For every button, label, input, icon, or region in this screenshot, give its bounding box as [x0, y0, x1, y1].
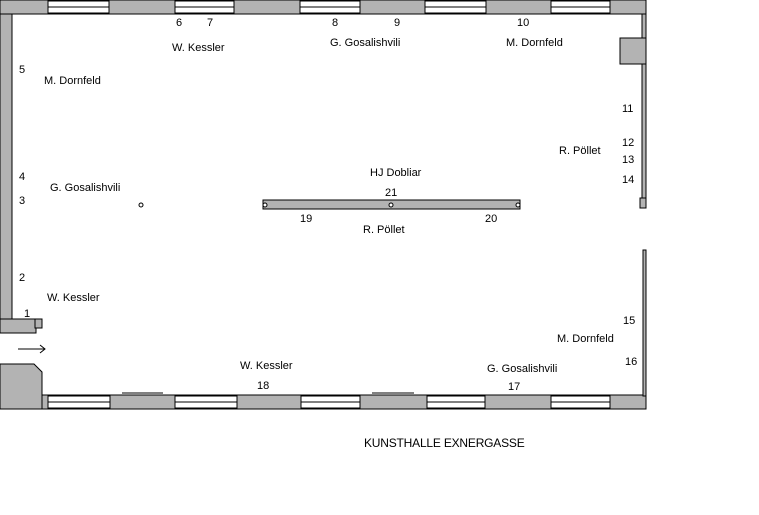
position-number: 15 [623, 315, 636, 327]
position-number: 20 [485, 213, 498, 225]
bottom-left-block [0, 363, 49, 410]
position-number: 8 [332, 17, 339, 29]
top-windows [47, 0, 611, 14]
bottom-windows [47, 395, 611, 409]
artist-label: W. Kessler [47, 292, 100, 304]
position-number: 5 [19, 64, 26, 76]
artist-label: M. Dornfeld [44, 75, 101, 87]
position-number: 12 [622, 137, 635, 149]
entrance-arrow [18, 344, 46, 354]
position-number: 1 [24, 308, 31, 320]
position-number: 4 [19, 171, 26, 183]
right-pillar [619, 37, 647, 65]
position-number: 19 [300, 213, 313, 225]
position-number: 3 [19, 195, 26, 207]
partition-markers [138, 202, 521, 208]
position-number: 7 [207, 17, 214, 29]
position-number: 16 [625, 356, 638, 368]
floor-plan-title: KUNSTHALLE EXNERGASSE [364, 436, 525, 450]
artist-label: R. Pöllet [559, 145, 601, 157]
position-number: 2 [19, 272, 26, 284]
left-wall [0, 13, 13, 320]
position-number: 21 [385, 187, 398, 199]
position-number: 14 [622, 174, 635, 186]
position-number: 17 [508, 381, 521, 393]
artist-label: R. Pöllet [363, 224, 405, 236]
artist-label: G. Gosalishvili [50, 182, 121, 194]
position-number: 6 [176, 17, 183, 29]
artist-label: M. Dornfeld [506, 37, 563, 49]
artist-label: G. Gosalishvili [487, 363, 558, 375]
artist-label: G. Gosalishvili [330, 37, 401, 49]
right-wall-notch [639, 197, 647, 209]
position-number: 11 [622, 103, 634, 115]
position-number: 10 [517, 17, 530, 29]
door-post [34, 318, 43, 329]
artist-label: HJ Dobliar [370, 167, 422, 179]
artist-label: M. Dornfeld [557, 333, 614, 345]
position-number: 13 [622, 154, 635, 166]
position-number: 18 [257, 380, 270, 392]
artist-label: W. Kessler [240, 360, 293, 372]
position-number: 9 [394, 17, 401, 29]
right-wall-lower [642, 249, 647, 397]
artist-label: W. Kessler [172, 42, 225, 54]
left-wall-foot [0, 318, 37, 334]
